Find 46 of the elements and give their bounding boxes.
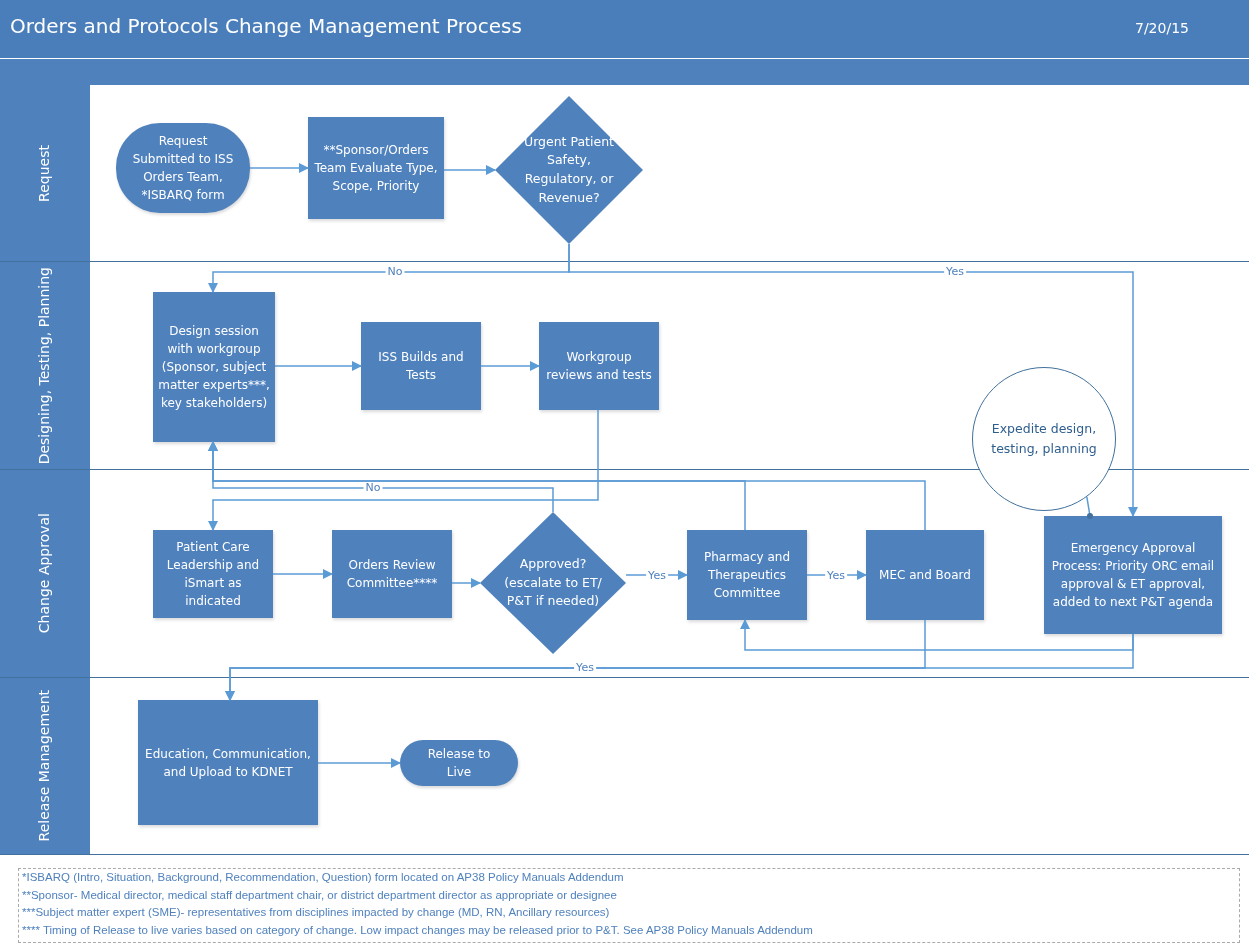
arrow: [249, 163, 309, 173]
edge-label: Yes: [944, 266, 966, 278]
process-box: Workgroup reviews and tests: [539, 322, 659, 410]
decision-diamond: Urgent Patient Safety, Regulatory, or Revenue?: [495, 96, 643, 244]
arrow: [451, 578, 481, 588]
swimlane: [0, 678, 1249, 855]
annotation-circle: Expedite design, testing, planning: [972, 367, 1116, 511]
arrow: [208, 409, 599, 531]
footnote: **Sponsor- Medical director, medical staff department chair, or district department director as appropriate or designee: [22, 888, 617, 901]
edge-label: No: [363, 482, 383, 494]
process-box: Orders Review Committee****: [332, 530, 452, 618]
lane-label: Release Management: [0, 678, 91, 854]
arrow: [208, 441, 926, 531]
lane-label: Designing, Testing, Planning: [0, 262, 91, 469]
arrow: [274, 361, 362, 371]
footnote: ***Subject matter expert (SME)- representatives from disciplines impacted by change (MD, RN, Ancillary resources): [22, 906, 610, 918]
edge-label: Yes: [646, 570, 668, 582]
swimlane: [0, 85, 1249, 262]
terminal-shape: Release to Live: [400, 740, 518, 786]
lane-label: Change Approval: [0, 470, 91, 677]
arrow: [272, 569, 333, 579]
title: Orders and Protocols Change Management Process: [10, 14, 522, 38]
footnote: *ISBARQ (Intro, Situation, Background, Recommendation, Question) form located on AP38 Policy Manuals Addendum: [22, 871, 624, 883]
date-text: 7/20/15: [1135, 20, 1189, 36]
edge-label: No: [385, 266, 405, 278]
arrow: [480, 361, 540, 371]
arrow: [568, 243, 1138, 517]
terminal-shape: Request Submitted to ISS Orders Team, *ISBARQ form: [116, 123, 250, 213]
lane-label: Request: [0, 85, 91, 261]
arrow: [443, 165, 496, 175]
process-box: Education, Communication, and Upload to KDNET: [138, 700, 318, 825]
arrow: [740, 619, 1134, 651]
arrow: [317, 758, 401, 768]
process-box: ISS Builds and Tests: [361, 322, 481, 410]
process-box: Pharmacy and Therapeutics Committee: [687, 530, 807, 620]
decision-diamond: Approved? (escalate to ET/ P&T if needed): [480, 512, 626, 654]
edge-label: Yes: [825, 570, 847, 582]
process-box: Patient Care Leadership and iSmart as indicated: [153, 530, 273, 618]
arrow: [225, 633, 1134, 701]
process-box: Design session with workgroup (Sponsor, subject matter experts***, key stakeholders): [153, 292, 275, 442]
footnote: **** Timing of Release to live varies based on category of change. Low impact changes may be released prior to P&T. See AP38 Policy Manuals Addendum: [22, 923, 813, 936]
process-box: **Sponsor/Orders Team Evaluate Type, Scope, Priority: [308, 117, 444, 219]
process-box: MEC and Board: [866, 530, 984, 620]
edge-label: Yes: [574, 662, 596, 674]
swimlane: [0, 470, 1249, 678]
process-box: Emergency Approval Process: Priority ORC email approval & ET approval, added to next P&T agenda: [1044, 516, 1222, 634]
